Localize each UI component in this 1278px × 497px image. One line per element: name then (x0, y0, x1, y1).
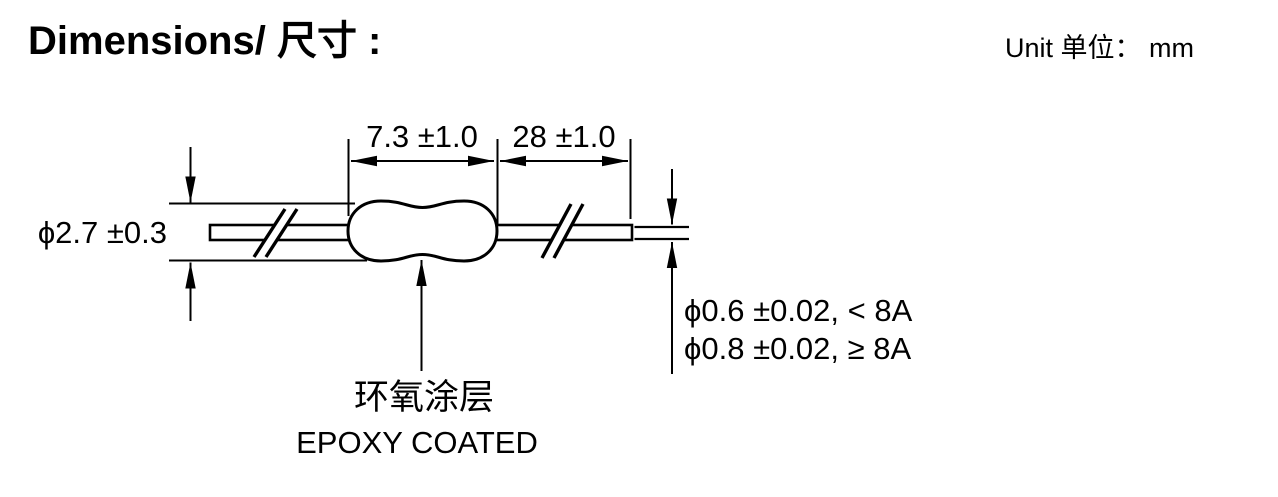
label-lead-length: 28 ±1.0 (512, 119, 615, 154)
label-epoxy-coated-cn: 环氧涂层 (354, 378, 494, 418)
left-break-slash-1 (252, 208, 287, 258)
right-break-slash-1 (540, 203, 573, 259)
component-outline (208, 199, 689, 263)
right-lead-break-symbol (540, 203, 585, 259)
label-epoxy-coated-en: EPOXY COATED (296, 425, 538, 460)
dimension-labels: 7.3 ±1.0 28 ±1.0 ϕ2.7 ±0.3 ϕ0.6 ±0.02, <… (38, 119, 913, 460)
right-break-slash-2 (552, 203, 585, 259)
extension-lines (169, 139, 632, 262)
label-body-length: 7.3 ±1.0 (366, 119, 478, 154)
epoxy-body-outline (346, 199, 499, 263)
unit-label: Unit 单位： mm (1005, 33, 1194, 63)
label-lead-diameter-small: ϕ0.6 ±0.02, < 8A (684, 293, 913, 328)
dimension-lines (185, 147, 678, 374)
label-body-diameter: ϕ2.7 ±0.3 (38, 215, 167, 250)
left-break-slash-2 (264, 208, 299, 258)
page-title: Dimensions/ 尺寸 : (28, 19, 382, 63)
left-lead-break-symbol (252, 208, 299, 258)
right-break-gap (542, 204, 583, 258)
label-lead-diameter-large: ϕ0.8 ±0.02, ≥ 8A (684, 331, 912, 366)
left-break-gap (254, 209, 297, 257)
